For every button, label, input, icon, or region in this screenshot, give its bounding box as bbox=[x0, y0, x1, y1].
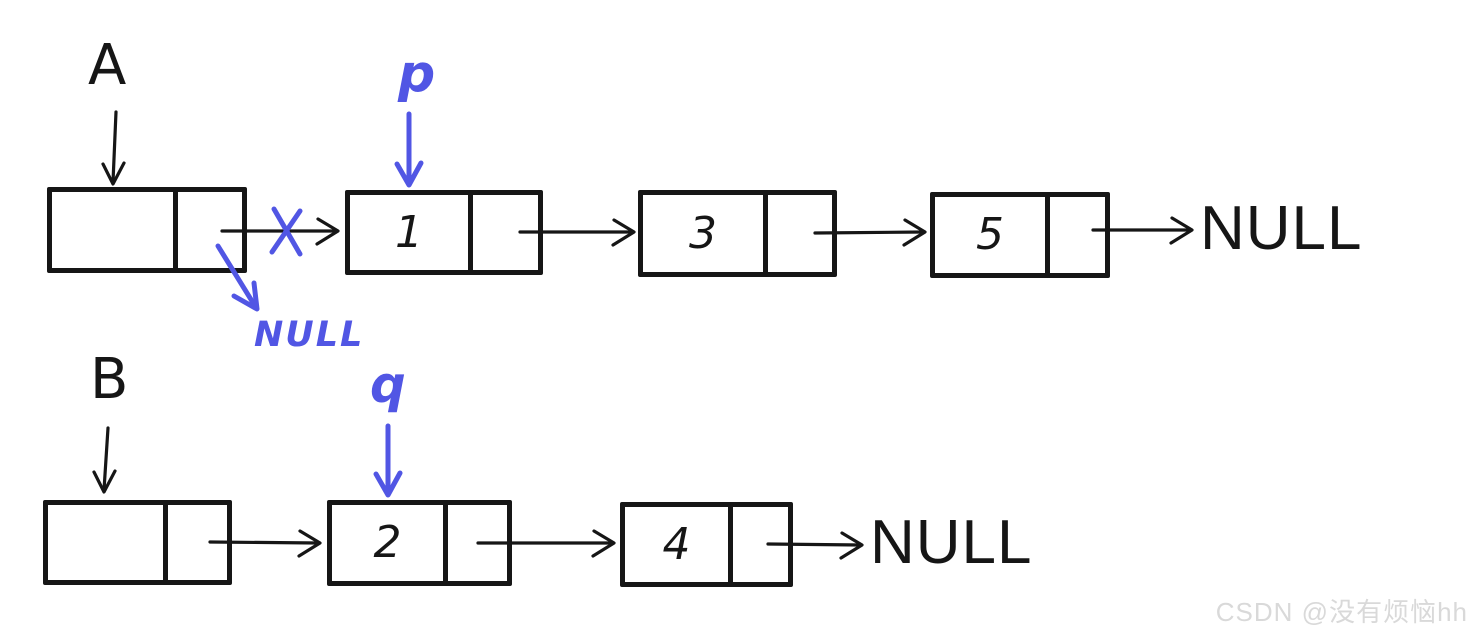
list-a-node-3-pointer-cell bbox=[763, 195, 832, 272]
list-b-null-terminator: NULL bbox=[870, 508, 1033, 577]
pointer-q-label: q bbox=[370, 356, 406, 414]
list-b-head-node bbox=[43, 500, 232, 585]
list-a-node-1-value: 1 bbox=[395, 206, 423, 258]
list-a-node-5: 5 bbox=[930, 192, 1110, 278]
list-a-label: A bbox=[88, 33, 127, 98]
list-a-node-5-pointer-cell bbox=[1045, 197, 1105, 273]
list-a-head-node bbox=[47, 187, 247, 273]
list-b-node-4-pointer-cell bbox=[728, 507, 788, 582]
pointer-p-label: p bbox=[398, 44, 436, 104]
list-a-node-1-pointer-cell bbox=[468, 195, 538, 270]
pointer-p-arrow bbox=[394, 111, 424, 188]
list-b-head-data-cell bbox=[48, 505, 163, 580]
severed-link-x-icon bbox=[269, 206, 303, 257]
list-a-node-3: 3 bbox=[638, 190, 837, 277]
pointer-q-arrow bbox=[373, 423, 403, 498]
list-b-node-2-pointer-cell bbox=[443, 505, 507, 581]
list-a-node-3-value: 3 bbox=[689, 207, 717, 259]
list-a-node-1: 1 bbox=[345, 190, 543, 275]
list-b-head-pointer-cell bbox=[163, 505, 227, 580]
list-b-label: B bbox=[90, 347, 129, 412]
list-b-node-4: 4 bbox=[620, 502, 793, 587]
list-a-head-pointer-cell bbox=[173, 192, 242, 268]
list-b-node-2-value: 2 bbox=[373, 517, 402, 568]
list-a-head-arrow bbox=[101, 110, 126, 186]
list-a-head-data-cell bbox=[52, 192, 173, 268]
list-b-node-4-value: 4 bbox=[662, 518, 691, 570]
list-a-node-5-value: 5 bbox=[976, 209, 1004, 260]
list-a-null-terminator: NULL bbox=[1200, 194, 1363, 263]
csdn-watermark: CSDN @没有烦恼hh bbox=[1215, 597, 1468, 627]
severed-link-null-label: NULL bbox=[254, 315, 365, 355]
list-b-node-2: 2 bbox=[327, 500, 512, 586]
list-b-head-arrow bbox=[92, 426, 117, 494]
